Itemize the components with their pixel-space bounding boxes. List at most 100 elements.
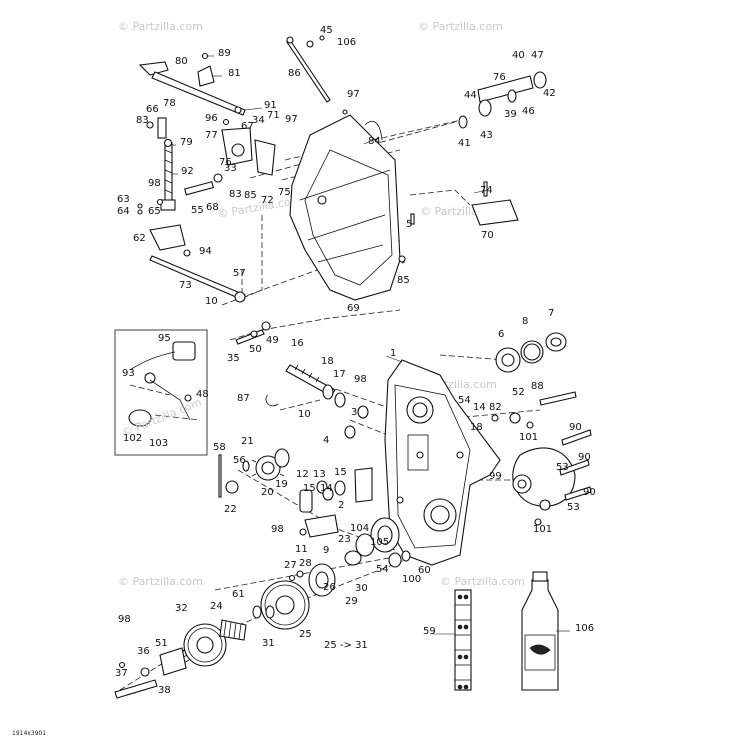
callout-label: 94 [199, 246, 212, 257]
callout-label: 51 [155, 638, 168, 649]
callout-label: 81 [228, 68, 241, 79]
callout-label: 105 [370, 537, 389, 548]
callout-label: 7 [548, 308, 554, 319]
top-right-parts [286, 35, 547, 226]
callout-label: 21 [241, 436, 254, 447]
callout-label: 52 [512, 387, 525, 398]
callout-label: 40 [512, 50, 525, 61]
callout-label: 30 [355, 583, 368, 594]
callout-label: 9 [323, 545, 329, 556]
callout-label: 25 [299, 629, 312, 640]
callout-label: 65 [148, 206, 161, 217]
callout-label: 3 [351, 407, 357, 418]
callout-label: 6 [498, 329, 504, 340]
callout-label: 34 [252, 115, 265, 126]
callout-label: 80 [175, 56, 188, 67]
callout-label: 45 [320, 25, 333, 36]
callout-label: 76 [219, 157, 232, 168]
callout-label: 44 [464, 90, 477, 101]
callout-label: 18 [470, 422, 483, 433]
callout-label: 10 [298, 409, 311, 420]
callout-label: 19 [275, 479, 288, 490]
watermark-text: © Partzilla.com [118, 20, 203, 33]
callout-label: 16 [291, 338, 304, 349]
callout-label: 97 [347, 89, 360, 100]
callout-label: 36 [137, 646, 150, 657]
brake-lever-assembly [137, 52, 276, 303]
callout-label: 14 [320, 483, 333, 494]
callout-label: 85 [397, 275, 410, 286]
callout-label: 13 [313, 469, 326, 480]
callout-label: 1 [390, 348, 396, 359]
callout-label: 106 [575, 623, 594, 634]
callout-label: 79 [180, 137, 193, 148]
callout-label: 68 [206, 202, 219, 213]
callout-label: 28 [299, 558, 312, 569]
callout-label: 48 [196, 389, 209, 400]
callout-label: 47 [531, 50, 544, 61]
chaincase-cover [289, 109, 406, 301]
callout-label: 87 [237, 393, 250, 404]
callout-label: 99 [489, 471, 502, 482]
callout-label: 33 [224, 163, 237, 174]
callout-label: 17 [333, 369, 346, 380]
callout-label: 95 [158, 333, 171, 344]
callout-label: 98 [271, 524, 284, 535]
drive-shaft-parts [218, 321, 411, 568]
callout-label: 50 [249, 344, 262, 355]
callout-label: 90 [583, 487, 596, 498]
callout-label: 60 [418, 565, 431, 576]
callout-label: 98 [148, 178, 161, 189]
callout-label: 22 [224, 504, 237, 515]
callout-label: 69 [347, 303, 360, 314]
callout-label: 32 [175, 603, 188, 614]
callout-label: 76 [493, 72, 506, 83]
callout-label: 92 [181, 166, 194, 177]
callout-label: 10 [205, 296, 218, 307]
leader-lines [172, 55, 570, 635]
callout-label: 12 [296, 469, 309, 480]
callout-label: 26 [323, 582, 336, 593]
callout-label: 101 [533, 524, 552, 535]
callout-label: 5 [406, 219, 412, 230]
callout-label: 14 [473, 402, 486, 413]
callout-label: 86 [288, 68, 301, 79]
watermark-text: © Partzilla.com [418, 20, 503, 33]
callout-label: 106 [337, 37, 356, 48]
callout-label: 83 [229, 189, 242, 200]
callout-label: 35 [227, 353, 240, 364]
sprocket-assembly [114, 563, 336, 699]
callout-label: 18 [321, 356, 334, 367]
callout-label: 89 [218, 48, 231, 59]
callout-label: 67 [241, 121, 254, 132]
callout-label: 4 [323, 435, 329, 446]
callout-label: 93 [122, 368, 135, 379]
callout-label: 73 [179, 280, 192, 291]
callout-label: 104 [350, 523, 369, 534]
callout-label: 64 [117, 206, 130, 217]
callout-label: 23 [338, 534, 351, 545]
callout-label: 77 [205, 130, 218, 141]
callout-label: 38 [158, 685, 171, 696]
callout-label: 88 [531, 381, 544, 392]
watermark-text: © Partzilla.com [118, 575, 203, 588]
callout-label: 82 [489, 402, 502, 413]
callout-label: 98 [354, 374, 367, 385]
callout-label: 97 [285, 114, 298, 125]
diagram-code: 1914x3901 [12, 730, 46, 737]
callout-label: 20 [261, 487, 274, 498]
chaincase-housing [384, 359, 501, 566]
callout-label: 58 [213, 442, 226, 453]
callout-label: 62 [133, 233, 146, 244]
callout-label: 24 [210, 601, 223, 612]
callout-label: 15 [303, 483, 316, 494]
callout-label: 39 [504, 109, 517, 120]
callout-label: 90 [569, 422, 582, 433]
callout-label: 100 [402, 574, 421, 585]
callout-label: 85 [244, 190, 257, 201]
callout-label: 102 [123, 433, 142, 444]
watermark-text: © Partzilla.com [440, 575, 525, 588]
callout-label: 59 [423, 626, 436, 637]
